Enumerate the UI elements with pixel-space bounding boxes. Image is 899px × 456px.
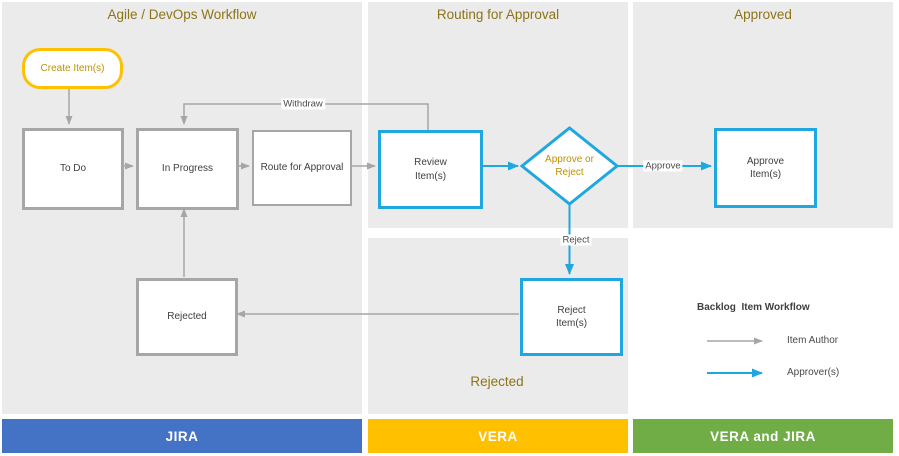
connector-label-reject: Reject [560,234,592,246]
system-bar-jira: JIRA [2,419,362,453]
legend-approver-label: Approver(s) [787,367,840,378]
node-review-items-label: Review Item(s) [414,157,447,182]
node-reject-items: Reject Item(s) [520,278,623,356]
node-in-progress-label: In Progress [161,163,214,175]
system-bar-vera-and-jira-label: VERA and JIRA [710,428,816,444]
node-approve-items-label: Approve Item(s) [746,155,785,181]
connector-label-withdraw: Withdraw [281,98,325,110]
lane-title-rejected: Rejected [470,374,524,389]
node-approve-items: Approve Item(s) [714,128,817,208]
node-create-items-label: Create Item(s) [40,62,105,74]
legend-item-author-label: Item Author [787,335,839,346]
system-bar-vera-and-jira: VERA and JIRA [633,419,893,453]
system-bar-jira-label: JIRA [165,428,199,444]
node-rejected: Rejected [136,278,238,356]
lane-title-agile: Agile / DevOps Workflow [107,7,257,22]
system-bar-vera: VERA [368,419,628,453]
node-route-for-approval: Route for Approval [252,130,352,206]
node-route-for-approval-label: Route for Approval [260,162,344,174]
connector-label-approve: Approve [643,160,683,172]
node-create-items: Create Item(s) [22,48,123,89]
node-to-do-label: To Do [59,163,87,175]
node-reject-items-label: Reject Item(s) [555,304,588,330]
lane-title-routing: Routing for Approval [436,7,560,22]
lane-title-approved: Approved [734,7,792,22]
legend-title: Backlog Item Workflow [697,302,810,313]
node-in-progress: In Progress [136,128,239,210]
decision-diamond-shape [519,126,620,206]
node-review-items: Review Item(s) [378,130,483,209]
system-bar-vera-label: VERA [478,428,518,444]
node-to-do: To Do [22,128,124,210]
node-rejected-label: Rejected [167,311,207,323]
